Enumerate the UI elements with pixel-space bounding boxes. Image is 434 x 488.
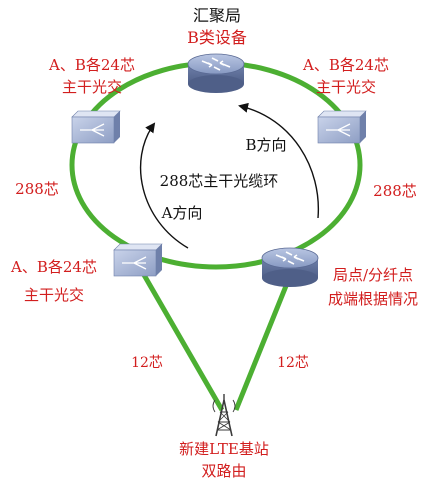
- base-station-label-line2: 双路由: [201, 462, 247, 480]
- cabinet-bottom-left-icon: [113, 243, 163, 277]
- drop-label-right: 12芯: [277, 355, 309, 371]
- side-label-right: 288芯: [373, 182, 417, 200]
- ring-label: 288芯主干光缆环: [159, 172, 279, 190]
- hub-title: 汇聚局: [192, 6, 241, 25]
- cell-tower-icon: [212, 394, 236, 437]
- cabinet-bottom-left-label-line2: 主干光交: [23, 286, 84, 304]
- side-label-left: 288芯: [15, 180, 59, 198]
- cabinet-top-right-label-line2: 主干光交: [315, 78, 376, 96]
- cabinet-top-left-label-line2: 主干光交: [61, 78, 122, 96]
- branch-node-label-line1: 局点/分纤点: [332, 266, 414, 284]
- branch-router-icon: [261, 247, 319, 287]
- hub-subtitle: B类设备: [187, 28, 247, 47]
- base-station-label-line1: 新建LTE基站: [179, 440, 269, 458]
- cabinet-bottom-left-label-line1: A、B各24芯: [11, 258, 97, 276]
- cabinet-top-left-icon: [71, 110, 121, 144]
- direction-a-label: A方向: [161, 204, 203, 222]
- cabinet-top-right-label-line1: A、B各24芯: [303, 56, 389, 74]
- drop-label-left: 12芯: [131, 355, 163, 371]
- direction-b-label: B方向: [245, 136, 287, 154]
- hub-router-icon: [187, 53, 245, 93]
- arrow-a-direction: [140, 122, 189, 249]
- drop-line-left: [137, 266, 225, 412]
- drop-line-right: [233, 275, 293, 411]
- branch-node-label-line2: 成端根据情况: [327, 290, 418, 308]
- cabinet-top-right-icon: [317, 110, 367, 144]
- arrow-b-direction: [238, 102, 320, 219]
- cabinet-top-left-label-line1: A、B各24芯: [49, 56, 135, 74]
